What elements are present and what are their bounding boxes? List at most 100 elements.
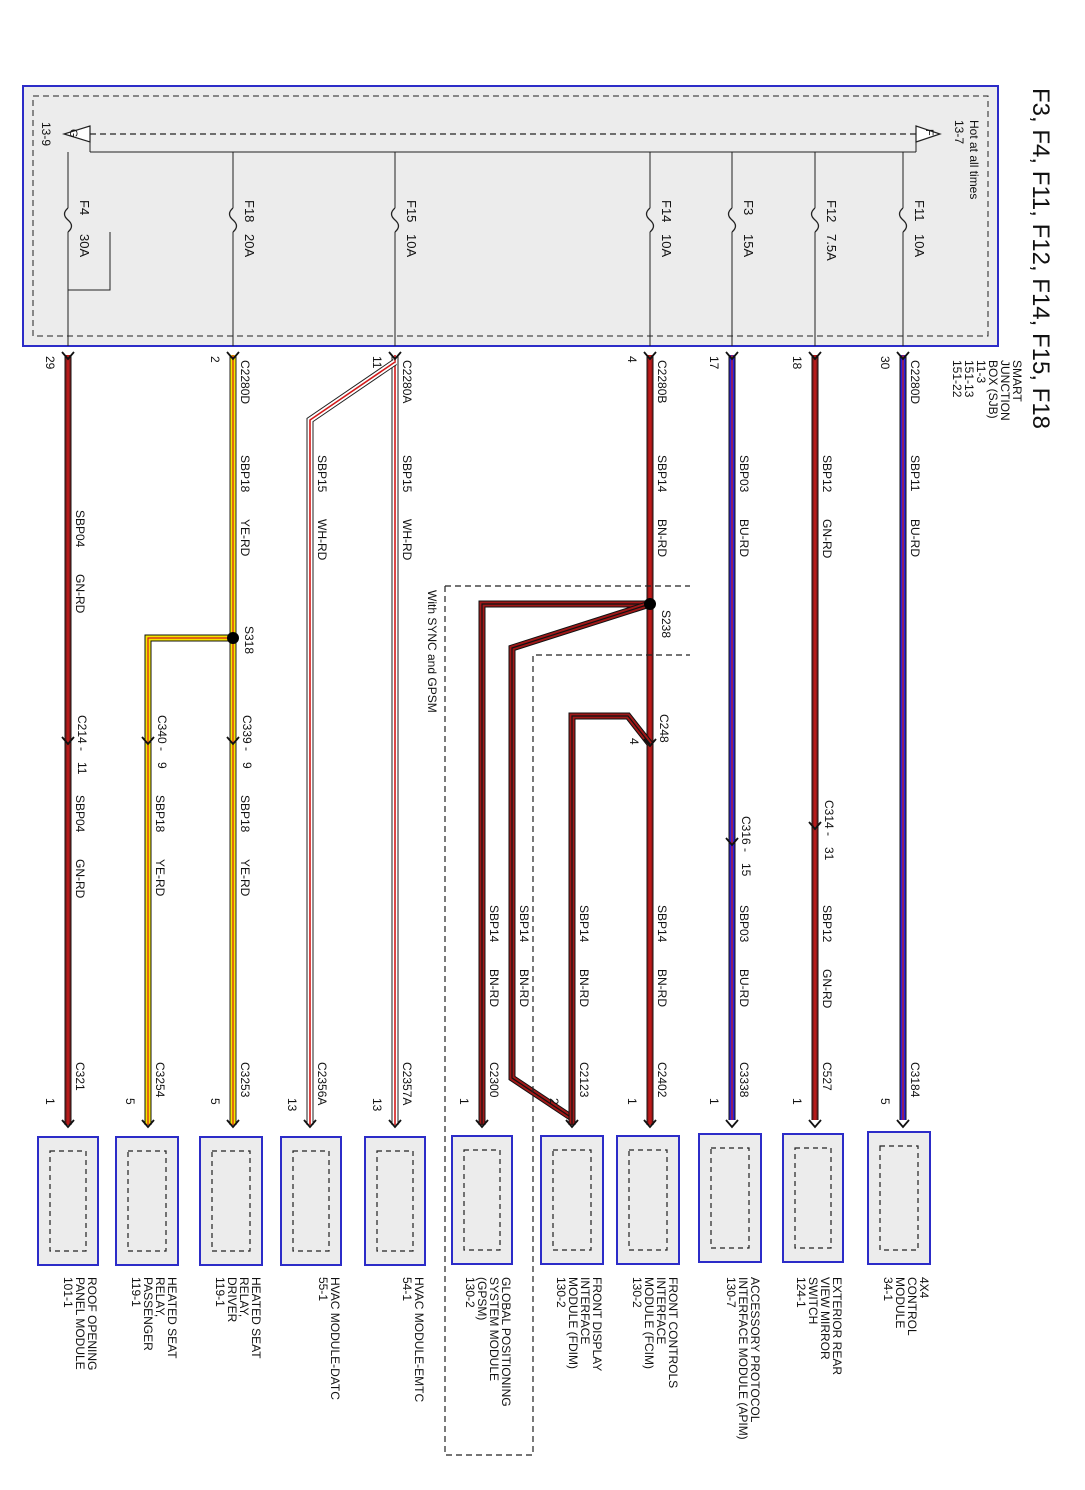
module-label-line: INTERFACE MODULE (APIM) xyxy=(736,1277,750,1440)
module-label-line: 130-2 xyxy=(554,1277,568,1308)
wire-color-label: WH-RD xyxy=(400,519,414,561)
wire-circuit-label: SBP15 xyxy=(400,455,414,493)
wire-sbp14-fdim-a xyxy=(508,600,652,1121)
module-label-line: MODULE (FCIM) xyxy=(642,1277,656,1369)
module-connector-name: C3254 xyxy=(153,1062,167,1098)
wire-sbp15-datc xyxy=(306,359,397,1125)
module-box xyxy=(451,1135,513,1265)
module-connector-pin: 13 xyxy=(285,1098,299,1112)
module-label-line: 34-1 xyxy=(881,1277,895,1301)
wire-sbp14-gpsm xyxy=(478,600,650,1125)
diagram-title-group: F3, F4, F11, F12, F14, F15, F18 xyxy=(1027,88,1054,429)
module-label-line: FRONT DISPLAY xyxy=(590,1277,604,1371)
module-label-line: INTERFACE xyxy=(578,1277,592,1344)
sjb-name-line: BOX (SJB) xyxy=(986,360,1000,419)
module-connector-chevron xyxy=(141,1119,155,1129)
wire-color-label: GN-RD xyxy=(820,519,834,559)
splice-s318 xyxy=(227,632,239,644)
wire-color-label: WH-RD xyxy=(315,519,329,561)
lower-wire-circuit-label: SBP14 xyxy=(487,905,501,943)
sjb-connector-name: C2280D xyxy=(238,360,252,404)
inline-connector-chevron xyxy=(61,736,75,746)
module-inner-dashed xyxy=(552,1149,592,1251)
module-label-line: SYSTEM MODULE xyxy=(487,1277,501,1381)
module-inner-dashed xyxy=(879,1145,919,1251)
sjb-connector-name: C2280B xyxy=(655,360,669,403)
module-label-line: 130-7 xyxy=(724,1277,738,1308)
module-connector-name: C2402 xyxy=(655,1062,669,1098)
feed-f-letter: F xyxy=(923,129,935,136)
option-label: With SYNC and GPSM xyxy=(425,590,439,713)
fuse-symbol xyxy=(810,207,820,233)
lower-wire-circuit-label: SBP18 xyxy=(153,795,167,833)
fuse-symbol xyxy=(390,207,400,233)
sjb-connector-pin: 30 xyxy=(878,356,892,370)
module-connector-name: C3338 xyxy=(737,1062,751,1098)
sjb-connector-chevron xyxy=(725,351,739,361)
module-box xyxy=(616,1135,680,1265)
sjb-connector-chevron xyxy=(388,351,402,361)
fuse-id-label: F15 xyxy=(404,200,419,222)
module-box xyxy=(698,1133,762,1263)
feed-f-pin: 13-7 xyxy=(952,120,966,144)
inline-connector-chevron xyxy=(725,837,739,847)
fuse-symbol xyxy=(228,207,238,233)
module-label-line: HEATED SEAT xyxy=(165,1277,179,1359)
inline-connector-name: C339 - xyxy=(240,715,254,751)
lower-wire-circuit-label: SBP03 xyxy=(737,905,751,943)
module-label-line: HVAC MODULE-DATC xyxy=(328,1277,342,1400)
sjb-connector-pin: 17 xyxy=(707,356,721,370)
module-connector-name: C2300 xyxy=(487,1062,501,1098)
module-label-line: MODULE xyxy=(893,1277,907,1328)
wire-sbp14-fdim-b xyxy=(568,712,653,1125)
wire-sbp18-passenger xyxy=(144,634,233,1125)
wire-circuit-label: SBP18 xyxy=(238,455,252,493)
lower-wire-circuit-label: SBP12 xyxy=(820,905,834,943)
inline-connector-pin: 31 xyxy=(822,847,836,861)
lower-wire-color-label: GN-RD xyxy=(73,859,87,899)
fuse-symbol xyxy=(645,207,655,233)
module-label-line: DRIVER xyxy=(225,1277,239,1323)
module-connector-name: C2356A xyxy=(315,1062,329,1105)
module-connector-chevron xyxy=(643,1119,657,1129)
module-connector-chevron xyxy=(226,1119,240,1129)
fuse-symbol xyxy=(898,207,908,233)
fuse-id-label: F14 xyxy=(659,200,674,222)
module-inner-dashed xyxy=(376,1150,414,1252)
wire-outline xyxy=(478,600,650,1125)
module-label-line: EXTERIOR REAR xyxy=(830,1277,844,1375)
junction-box-frame xyxy=(22,85,999,347)
module-connector-pin: 1 xyxy=(790,1098,804,1105)
lower-wire-circuit-label: SBP18 xyxy=(238,795,252,833)
module-label-line: PASSENGER xyxy=(141,1277,155,1351)
module-box xyxy=(364,1136,426,1266)
module-connector-pin: 1 xyxy=(707,1098,721,1105)
inline-connector-pin: 4 xyxy=(627,738,641,745)
sjb-code: 11-3 xyxy=(974,360,988,383)
wire-color-label: GN-RD xyxy=(73,574,87,614)
sjb-connector-pin: 4 xyxy=(625,356,639,363)
sjb-connector-name: C2280A xyxy=(400,360,414,403)
ground-g-pin: 13-9 xyxy=(39,122,53,146)
module-box xyxy=(782,1133,844,1263)
lower-wire-circuit-label: SBP14 xyxy=(577,905,591,943)
sjb-connector-pin: 11 xyxy=(370,356,384,369)
module-inner-dashed xyxy=(628,1149,668,1251)
lower-wire-circuit-label: SBP14 xyxy=(517,905,531,943)
module-inner-dashed xyxy=(710,1147,750,1249)
lower-wire-color-label: GN-RD xyxy=(820,969,834,1009)
module-connector-pin: 13 xyxy=(370,1098,384,1112)
sjb-connector-chevron xyxy=(808,351,822,361)
fuse-rating-label: 20A xyxy=(242,234,257,257)
module-label-line: (GPSM) xyxy=(475,1277,489,1320)
module-label-line: FRONT CONTROLS xyxy=(666,1277,680,1388)
fuse-symbol xyxy=(63,207,73,233)
